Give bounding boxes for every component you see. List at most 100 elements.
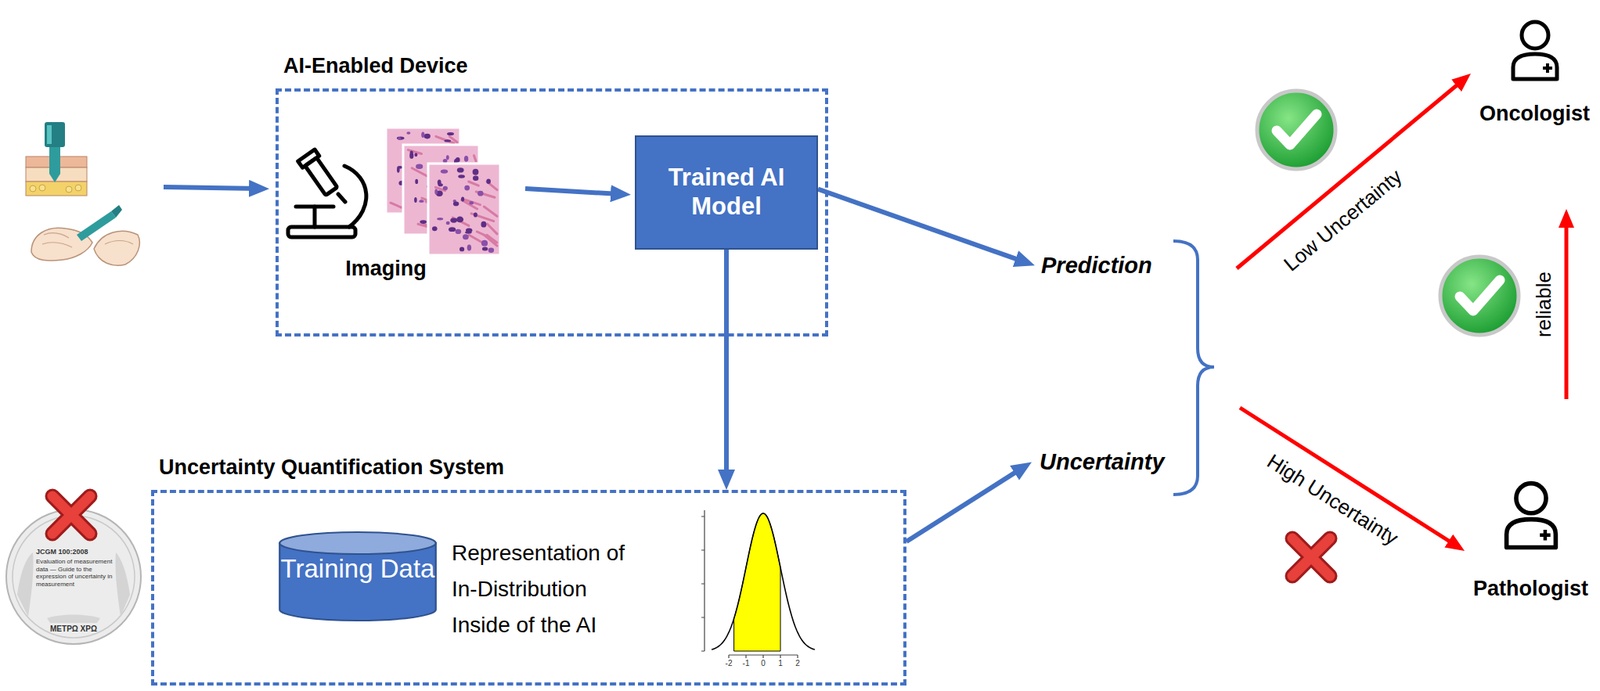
cell-nucleus bbox=[455, 229, 462, 235]
cross-mark bbox=[1292, 538, 1330, 577]
role-text: Oncologist bbox=[1479, 101, 1590, 127]
device-frame: AI-Enabled DeviceTrained AI Model bbox=[275, 88, 829, 337]
seal-text: Evaluation of measurement data — Guide t… bbox=[36, 558, 113, 588]
imaging-caption: Imaging bbox=[345, 256, 427, 282]
label-holder: -1 bbox=[742, 659, 750, 669]
seal-motto: ΜΕΤΡΩ ΧΡΩ bbox=[50, 624, 98, 635]
biopsy-illustration bbox=[49, 145, 61, 174]
edge-label-holder: Low Uncertainty bbox=[1278, 163, 1410, 278]
biopsy-illustration bbox=[39, 184, 46, 191]
cell-nucleus bbox=[414, 197, 418, 203]
database-cylinder bbox=[279, 532, 436, 555]
label-holder: Evaluation of measurement data — Guide t… bbox=[36, 558, 113, 588]
label-holder: JCGM 100:2008 bbox=[36, 547, 89, 556]
bell-curve bbox=[711, 513, 815, 652]
biopsy-illustration bbox=[104, 241, 134, 246]
label-holder: Representation of In-Distribution Inside… bbox=[451, 535, 631, 644]
edge-label: Low Uncertainty bbox=[1279, 164, 1407, 276]
role-node bbox=[1539, 529, 1550, 541]
role-node bbox=[1521, 21, 1549, 49]
cell-nucleus bbox=[436, 217, 444, 220]
cell-nucleus bbox=[464, 230, 473, 234]
box-text: Trained AI Model bbox=[644, 163, 809, 221]
cell-nucleus bbox=[482, 247, 488, 252]
biopsy-illustration bbox=[25, 122, 140, 266]
edge-label: High Uncertainty bbox=[1262, 450, 1402, 552]
cell-nucleus bbox=[419, 219, 427, 224]
cell-nucleus bbox=[472, 175, 479, 181]
biopsy-illustration bbox=[93, 230, 140, 266]
biopsy-illustration bbox=[25, 181, 87, 196]
tissue-fibre bbox=[468, 181, 480, 186]
cell-nucleus bbox=[410, 151, 414, 156]
label-holder: Imaging bbox=[345, 256, 427, 282]
role-node bbox=[1542, 63, 1553, 73]
cell-nucleus bbox=[446, 154, 450, 160]
tissue-fibre bbox=[449, 136, 458, 142]
cell-nucleus bbox=[424, 133, 431, 140]
cell-nucleus bbox=[473, 212, 478, 217]
biopsy-illustration bbox=[75, 184, 82, 191]
role-text-area: Pathologist bbox=[1467, 576, 1594, 602]
microscope-icon bbox=[298, 149, 320, 168]
biopsy-illustration bbox=[111, 205, 123, 218]
cell-nucleus bbox=[453, 201, 459, 207]
output-text: Prediction bbox=[1041, 252, 1153, 280]
tissue-fibre bbox=[476, 231, 489, 238]
flow-arrow bbox=[724, 249, 729, 480]
role-node bbox=[1515, 483, 1546, 514]
cell-nucleus bbox=[477, 190, 483, 197]
check-badge bbox=[1257, 90, 1336, 170]
cell-nucleus bbox=[396, 166, 400, 173]
biopsy-illustration bbox=[46, 125, 52, 145]
bell-curve-plot bbox=[703, 510, 705, 652]
box-text: Training Data bbox=[277, 552, 438, 585]
gum-seal bbox=[6, 509, 141, 645]
cross-mark bbox=[1292, 538, 1330, 577]
flow-arrow bbox=[906, 468, 1023, 542]
cell-nucleus bbox=[450, 218, 458, 224]
cell-nucleus bbox=[446, 221, 451, 225]
label-holder: 1 bbox=[778, 659, 783, 669]
cell-nucleus bbox=[472, 169, 480, 176]
cell-nucleus bbox=[443, 158, 448, 163]
frame-title: AI-Enabled Device bbox=[283, 54, 469, 79]
axis-tick: 0 bbox=[760, 659, 766, 669]
check-badge bbox=[1440, 256, 1519, 336]
cell-nucleus bbox=[414, 179, 419, 184]
role-node bbox=[1506, 519, 1556, 548]
role-text: Pathologist bbox=[1473, 576, 1589, 602]
curly-bracket bbox=[1173, 241, 1215, 495]
role-node bbox=[1502, 479, 1561, 551]
microscope-icon bbox=[288, 227, 356, 238]
microscope-icon bbox=[313, 206, 318, 228]
cell-nucleus bbox=[434, 189, 438, 195]
flow-arrow bbox=[163, 187, 259, 189]
role-node: Oncologist bbox=[1473, 18, 1596, 127]
cross-mark bbox=[52, 496, 91, 534]
frame-title: Uncertainty Quantification System bbox=[158, 455, 505, 480]
check-badge bbox=[1459, 280, 1500, 311]
microscope-icon bbox=[298, 149, 340, 198]
cell-nucleus bbox=[457, 174, 465, 178]
model-box: Trained AI Model bbox=[634, 135, 819, 250]
gaussian-curve bbox=[711, 513, 815, 650]
role-text-area: Oncologist bbox=[1473, 101, 1596, 127]
cell-nucleus bbox=[406, 131, 411, 134]
cell-nucleus bbox=[480, 221, 487, 228]
gum-seal bbox=[6, 509, 141, 645]
bell-curve-plot bbox=[691, 500, 817, 679]
cell-nucleus bbox=[432, 226, 438, 231]
tissue-fibre bbox=[487, 223, 498, 235]
tissue-fibre bbox=[474, 155, 477, 162]
edge-label-holder: High Uncertainty bbox=[1261, 448, 1405, 552]
cell-nucleus bbox=[457, 167, 465, 173]
gum-seal bbox=[115, 552, 130, 617]
cell-nucleus bbox=[481, 240, 488, 247]
biopsy-illustration bbox=[65, 186, 73, 193]
cell-nucleus bbox=[414, 152, 418, 157]
gum-seal bbox=[17, 552, 34, 617]
